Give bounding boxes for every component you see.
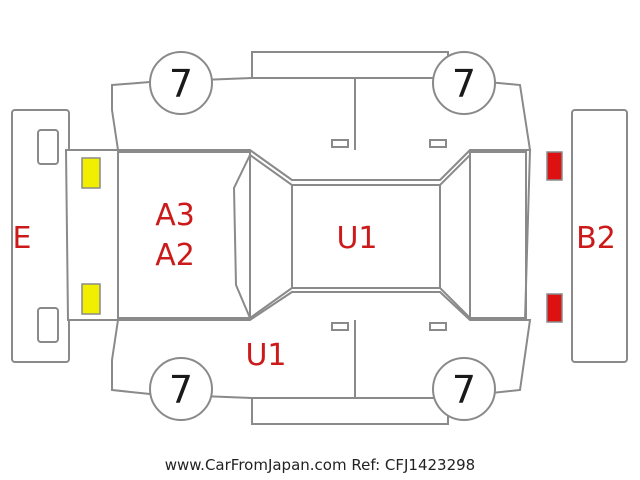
label-rear-area-line1: A3 bbox=[155, 198, 195, 233]
tire-rear-left: 7 bbox=[149, 51, 213, 115]
footer-reference: www.CarFromJapan.com Ref: CFJ1423298 bbox=[165, 456, 475, 474]
tire-front-right: 7 bbox=[432, 357, 496, 421]
tire-rear-left-value: 7 bbox=[169, 62, 193, 106]
rear-lamp-yellow-upper bbox=[81, 157, 101, 189]
label-rear-bumper: E bbox=[13, 221, 32, 256]
label-side: U1 bbox=[245, 338, 286, 373]
tire-front-right-value: 7 bbox=[452, 368, 476, 412]
label-rear-area-line2: A2 bbox=[155, 238, 195, 273]
label-front-bumper: B2 bbox=[576, 221, 616, 256]
tire-rear-right: 7 bbox=[149, 357, 213, 421]
rear-lamp-yellow-lower bbox=[81, 283, 101, 315]
front-lamp-red-upper bbox=[546, 151, 563, 181]
car-side-upper bbox=[111, 51, 532, 181]
front-bumper bbox=[571, 109, 628, 363]
front-lamp-red-lower bbox=[546, 293, 563, 323]
label-roof: U1 bbox=[336, 221, 377, 256]
tire-rear-right-value: 7 bbox=[169, 368, 193, 412]
tire-front-left: 7 bbox=[432, 51, 496, 115]
car-side-lower bbox=[111, 291, 532, 425]
tire-front-left-value: 7 bbox=[452, 62, 476, 106]
